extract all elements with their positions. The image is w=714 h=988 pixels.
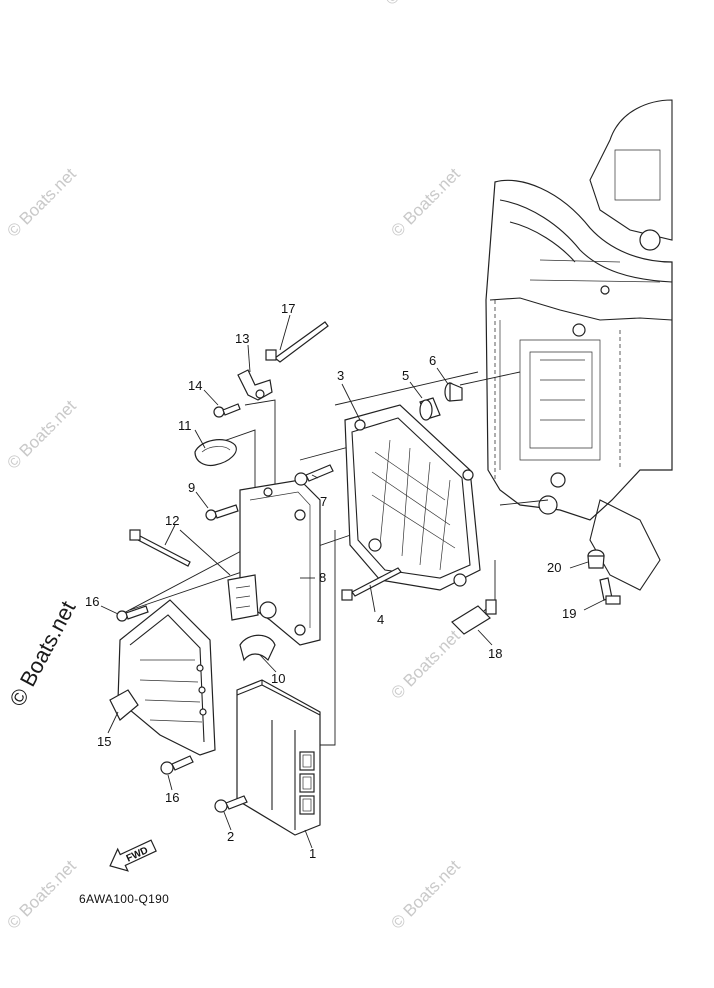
watermark-5: © Boats.net bbox=[3, 856, 80, 933]
callout-2: 2 bbox=[227, 829, 234, 844]
callout-16a: 16 bbox=[85, 594, 99, 609]
part-15-bracket bbox=[109, 599, 216, 756]
callout-15: 15 bbox=[97, 734, 111, 749]
callout-12: 12 bbox=[165, 513, 179, 528]
callout-20: 20 bbox=[547, 560, 561, 575]
watermark-main: © Boats.net bbox=[4, 597, 80, 711]
callout-16b: 16 bbox=[165, 790, 179, 805]
callout-11: 11 bbox=[178, 418, 192, 433]
callout-19: 19 bbox=[562, 606, 576, 621]
fwd-arrow-icon bbox=[109, 839, 157, 872]
watermark-4: © Boats.net bbox=[387, 626, 464, 703]
callout-7: 7 bbox=[320, 494, 327, 509]
watermark-3: © Boats.net bbox=[3, 396, 80, 473]
callout-18: 18 bbox=[488, 646, 502, 661]
part-3-bracket bbox=[344, 404, 481, 591]
callout-6: 6 bbox=[429, 353, 436, 368]
watermark-1: © Boats.net bbox=[3, 164, 80, 241]
callout-10: 10 bbox=[271, 671, 285, 686]
callout-8: 8 bbox=[319, 570, 326, 585]
watermark-7: © Boats.net bbox=[381, 0, 458, 9]
part-1-ecm bbox=[236, 679, 321, 836]
fwd-label: FWD bbox=[125, 845, 150, 865]
callout-9: 9 bbox=[188, 480, 195, 495]
fwd-arrow: FWD bbox=[109, 839, 157, 872]
callout-3: 3 bbox=[337, 368, 344, 383]
callout-1: 1 bbox=[309, 846, 316, 861]
diagram-code: 6AWA100-Q190 bbox=[79, 892, 169, 906]
callout-13: 13 bbox=[235, 331, 249, 346]
small-parts bbox=[116, 321, 621, 813]
watermark-6: © Boats.net bbox=[387, 856, 464, 933]
callout-5: 5 bbox=[402, 368, 409, 383]
callout-4: 4 bbox=[377, 612, 384, 627]
callout-14: 14 bbox=[188, 378, 202, 393]
callouts: 1 2 3 4 5 6 7 8 9 10 11 12 13 14 15 16 1… bbox=[85, 301, 576, 861]
engine-block bbox=[485, 99, 673, 591]
part-8-plate bbox=[227, 479, 321, 646]
leader-lines bbox=[100, 314, 605, 849]
watermark-2: © Boats.net bbox=[387, 164, 464, 241]
callout-17: 17 bbox=[281, 301, 295, 316]
